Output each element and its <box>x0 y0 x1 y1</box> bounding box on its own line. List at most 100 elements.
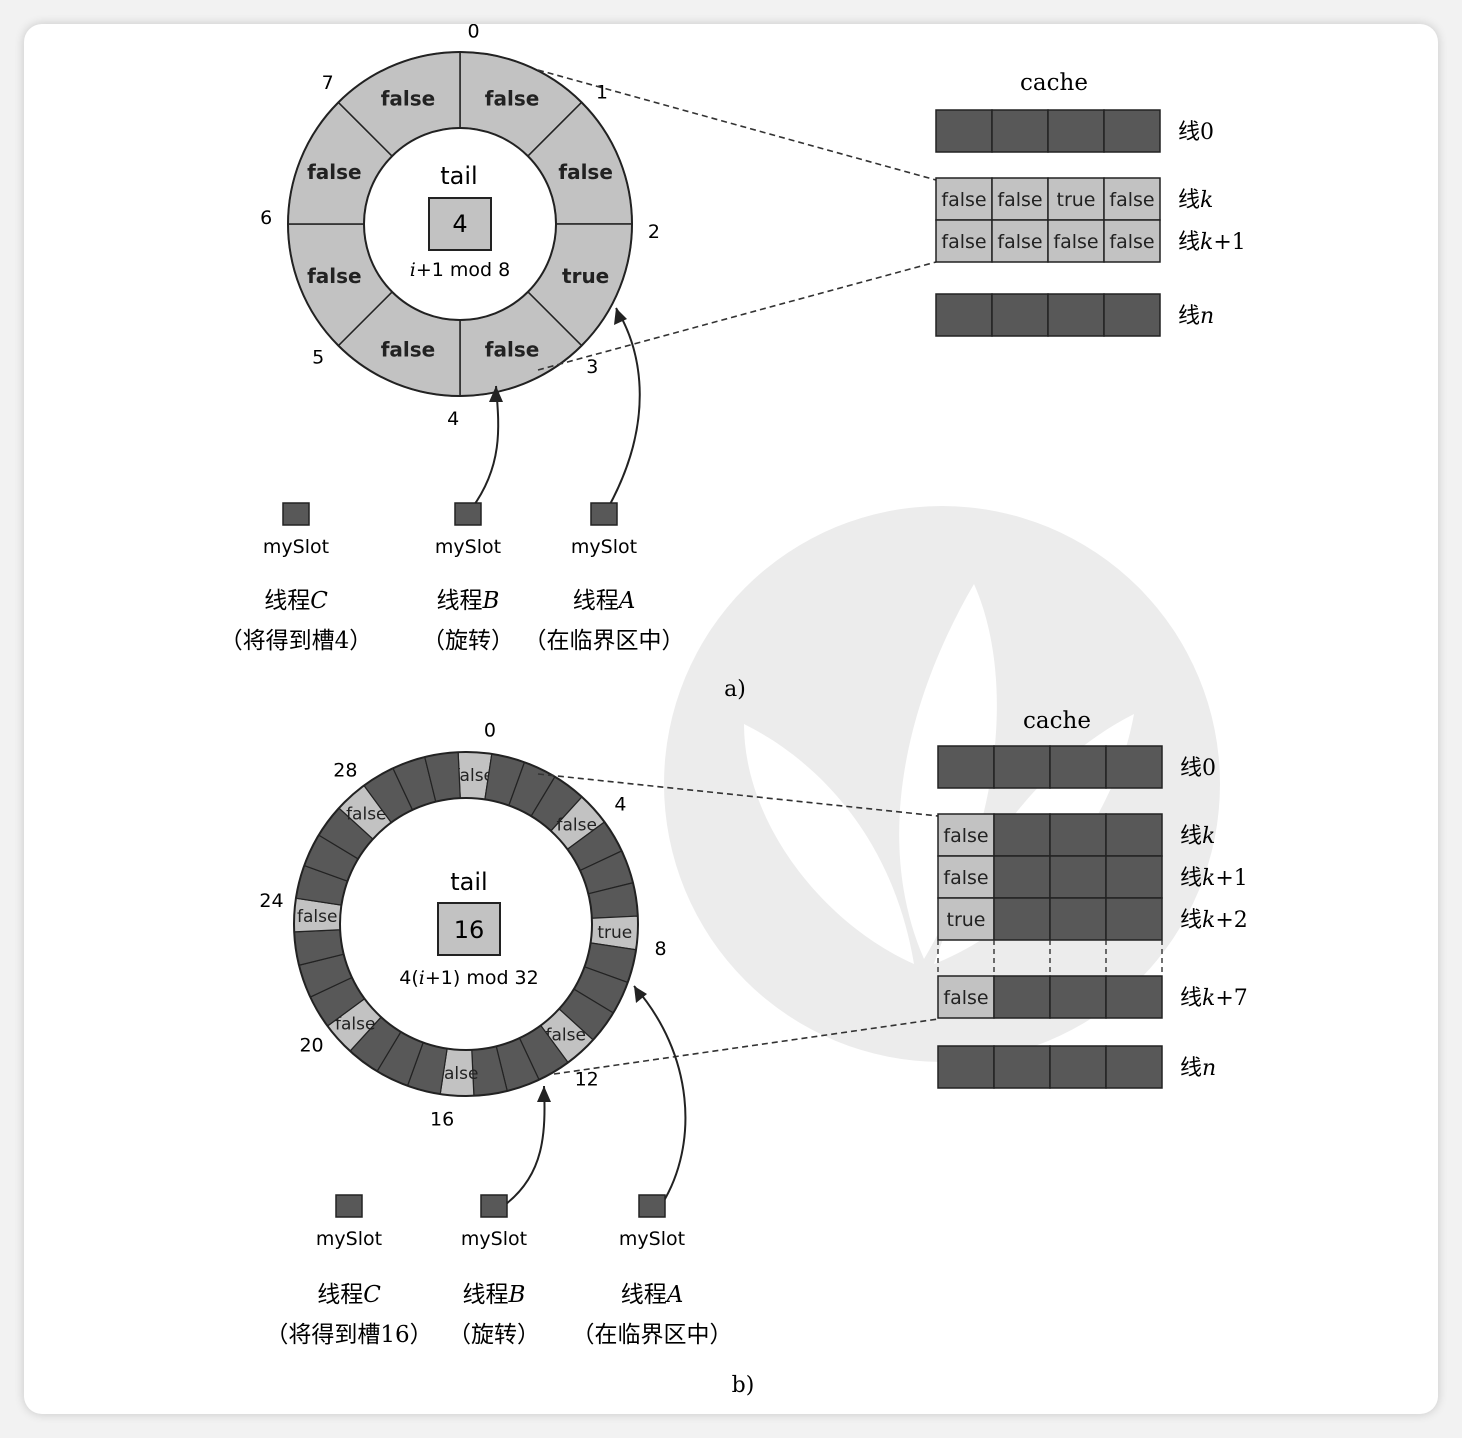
arrowhead-b-a <box>489 386 503 402</box>
cache-cell <box>991 219 1049 263</box>
arrowhead-a-a <box>614 308 627 325</box>
ring-b-slot-value: false <box>454 766 494 786</box>
ring-a-slot-value: false <box>381 86 436 110</box>
cache-cell-value: false <box>943 825 988 847</box>
ring-b-slot-value: false <box>545 1026 585 1046</box>
cache-cell <box>1047 109 1105 153</box>
ring-a-slot-value: false <box>381 338 436 362</box>
cache-cell <box>993 1045 1051 1089</box>
cache-cell <box>1049 1045 1107 1089</box>
cache-line-label: 线0 <box>1180 756 1216 781</box>
threads-b: mySlot线程C（将得到槽16）mySlot线程B（旋转）mySlot线程A（… <box>265 1194 733 1348</box>
ring-b-tick-label: 24 <box>259 890 283 912</box>
ring-a: false0false1true2false3false4false5false… <box>260 24 660 430</box>
thread-note: （将得到槽4） <box>220 628 373 654</box>
ring-b-slot-value: true <box>597 923 632 943</box>
ring-b-tick-label: 12 <box>575 1068 599 1090</box>
cache-cell <box>937 1045 995 1089</box>
cache-cell <box>937 897 995 941</box>
my-slot-label: mySlot <box>571 536 637 558</box>
tail-value-a: 4 <box>452 210 467 238</box>
arrow-thread-b-b <box>505 1085 546 1205</box>
ring-a-slot-value: false <box>485 338 540 362</box>
cache-cell <box>1105 745 1163 789</box>
cache-cell <box>935 109 993 153</box>
cache-title-a: cache <box>1020 70 1088 96</box>
tail-formula-b: 4(i+1) mod 32 <box>399 967 538 989</box>
cache-line-label: 线k+1 <box>1180 866 1248 891</box>
cache-cell <box>1103 219 1161 263</box>
arrowhead-b-b <box>537 1086 551 1102</box>
my-slot-label: mySlot <box>461 1228 527 1250</box>
ring-a-center: tail 4 i+1 mod 8 <box>410 162 510 281</box>
cache-cell <box>1105 897 1163 941</box>
arrow-thread-a-a <box>607 307 641 509</box>
connector-a-top <box>537 69 937 181</box>
ring-b-slot-value: false <box>557 815 597 835</box>
cache-cell <box>1103 293 1161 337</box>
cache-cell <box>1049 855 1107 899</box>
cache-cell <box>1105 975 1163 1019</box>
cache-line-label: 线n <box>1180 1056 1216 1081</box>
ring-b-slot-value: false <box>335 1015 375 1035</box>
cache-line-label: 线k+2 <box>1180 908 1248 933</box>
my-slot-marker <box>638 1194 666 1218</box>
ring-b-tick-label: 0 <box>484 719 496 741</box>
cache-cell <box>1047 293 1105 337</box>
tail-title-b: tail <box>450 868 487 896</box>
panel-b: false0false4true8false12false16false20fa… <box>259 708 1247 1398</box>
ring-a-slot-number: 4 <box>447 408 459 430</box>
tail-formula-a: i+1 mod 8 <box>410 259 510 281</box>
cache-cell-value: false <box>943 867 988 889</box>
cache-cell-value: false <box>997 231 1042 253</box>
cache-cell <box>1105 813 1163 857</box>
cache-cell-value: true <box>1057 189 1096 211</box>
cache-cell-value: false <box>941 189 986 211</box>
thread-name: 线程C <box>264 588 328 614</box>
ring-b-slot-value: false <box>438 1064 478 1084</box>
queue-lock-diagram: false0false1true2false3false4false5false… <box>220 24 1248 1398</box>
my-slot-label: mySlot <box>619 1228 685 1250</box>
cache-cell <box>1049 813 1107 857</box>
cache-cell-value: false <box>997 189 1042 211</box>
ring-a-slot-number: 6 <box>260 207 272 229</box>
cache-cell-value: false <box>941 231 986 253</box>
cache-cell-value: false <box>943 987 988 1009</box>
my-slot-label: mySlot <box>435 536 501 558</box>
cache-cell <box>937 745 995 789</box>
arrow-thread-a-b <box>633 985 687 1205</box>
arrowhead-a-b <box>634 986 647 1003</box>
ring-a-slot-number: 0 <box>467 24 479 42</box>
cache-cell <box>1105 1045 1163 1089</box>
thread-note: （将得到槽16） <box>265 1322 432 1348</box>
cache-cell-value: false <box>1109 231 1154 253</box>
ring-b-tick-label: 16 <box>430 1109 454 1131</box>
cache-cell <box>935 219 993 263</box>
ring-b-tick-label: 28 <box>333 760 357 782</box>
cache-line-label: 线k <box>1180 824 1215 849</box>
cache-cell <box>991 177 1049 221</box>
cache-cell <box>1105 855 1163 899</box>
ring-a-outer-edge <box>287 51 633 397</box>
threads-a: mySlot线程C（将得到槽4）mySlot线程B（旋转）mySlot线程A（在… <box>220 502 685 654</box>
cache-cell-value: false <box>1053 231 1098 253</box>
caption-a: a) <box>724 677 746 702</box>
arrow-thread-b-a <box>471 385 500 509</box>
ring-b-tick-label: 20 <box>299 1035 323 1057</box>
cache-line-label: 线k+7 <box>1180 986 1248 1011</box>
cache-line-label: 线0 <box>1178 120 1214 145</box>
thread-note: （旋转） <box>422 628 514 654</box>
thread-note: （旋转） <box>448 1322 540 1348</box>
my-slot-marker <box>335 1194 363 1218</box>
ring-b-slot-value: false <box>346 804 386 824</box>
cache-cell <box>993 813 1051 857</box>
my-slot-marker <box>454 502 482 526</box>
my-slot-marker <box>590 502 618 526</box>
thread-name: 线程C <box>317 1282 381 1308</box>
thread-name: 线程B <box>463 1282 526 1308</box>
cache-cell-value: true <box>947 909 986 931</box>
ring-b-center: tail 16 4(i+1) mod 32 <box>399 868 538 989</box>
cache-cell <box>937 975 995 1019</box>
